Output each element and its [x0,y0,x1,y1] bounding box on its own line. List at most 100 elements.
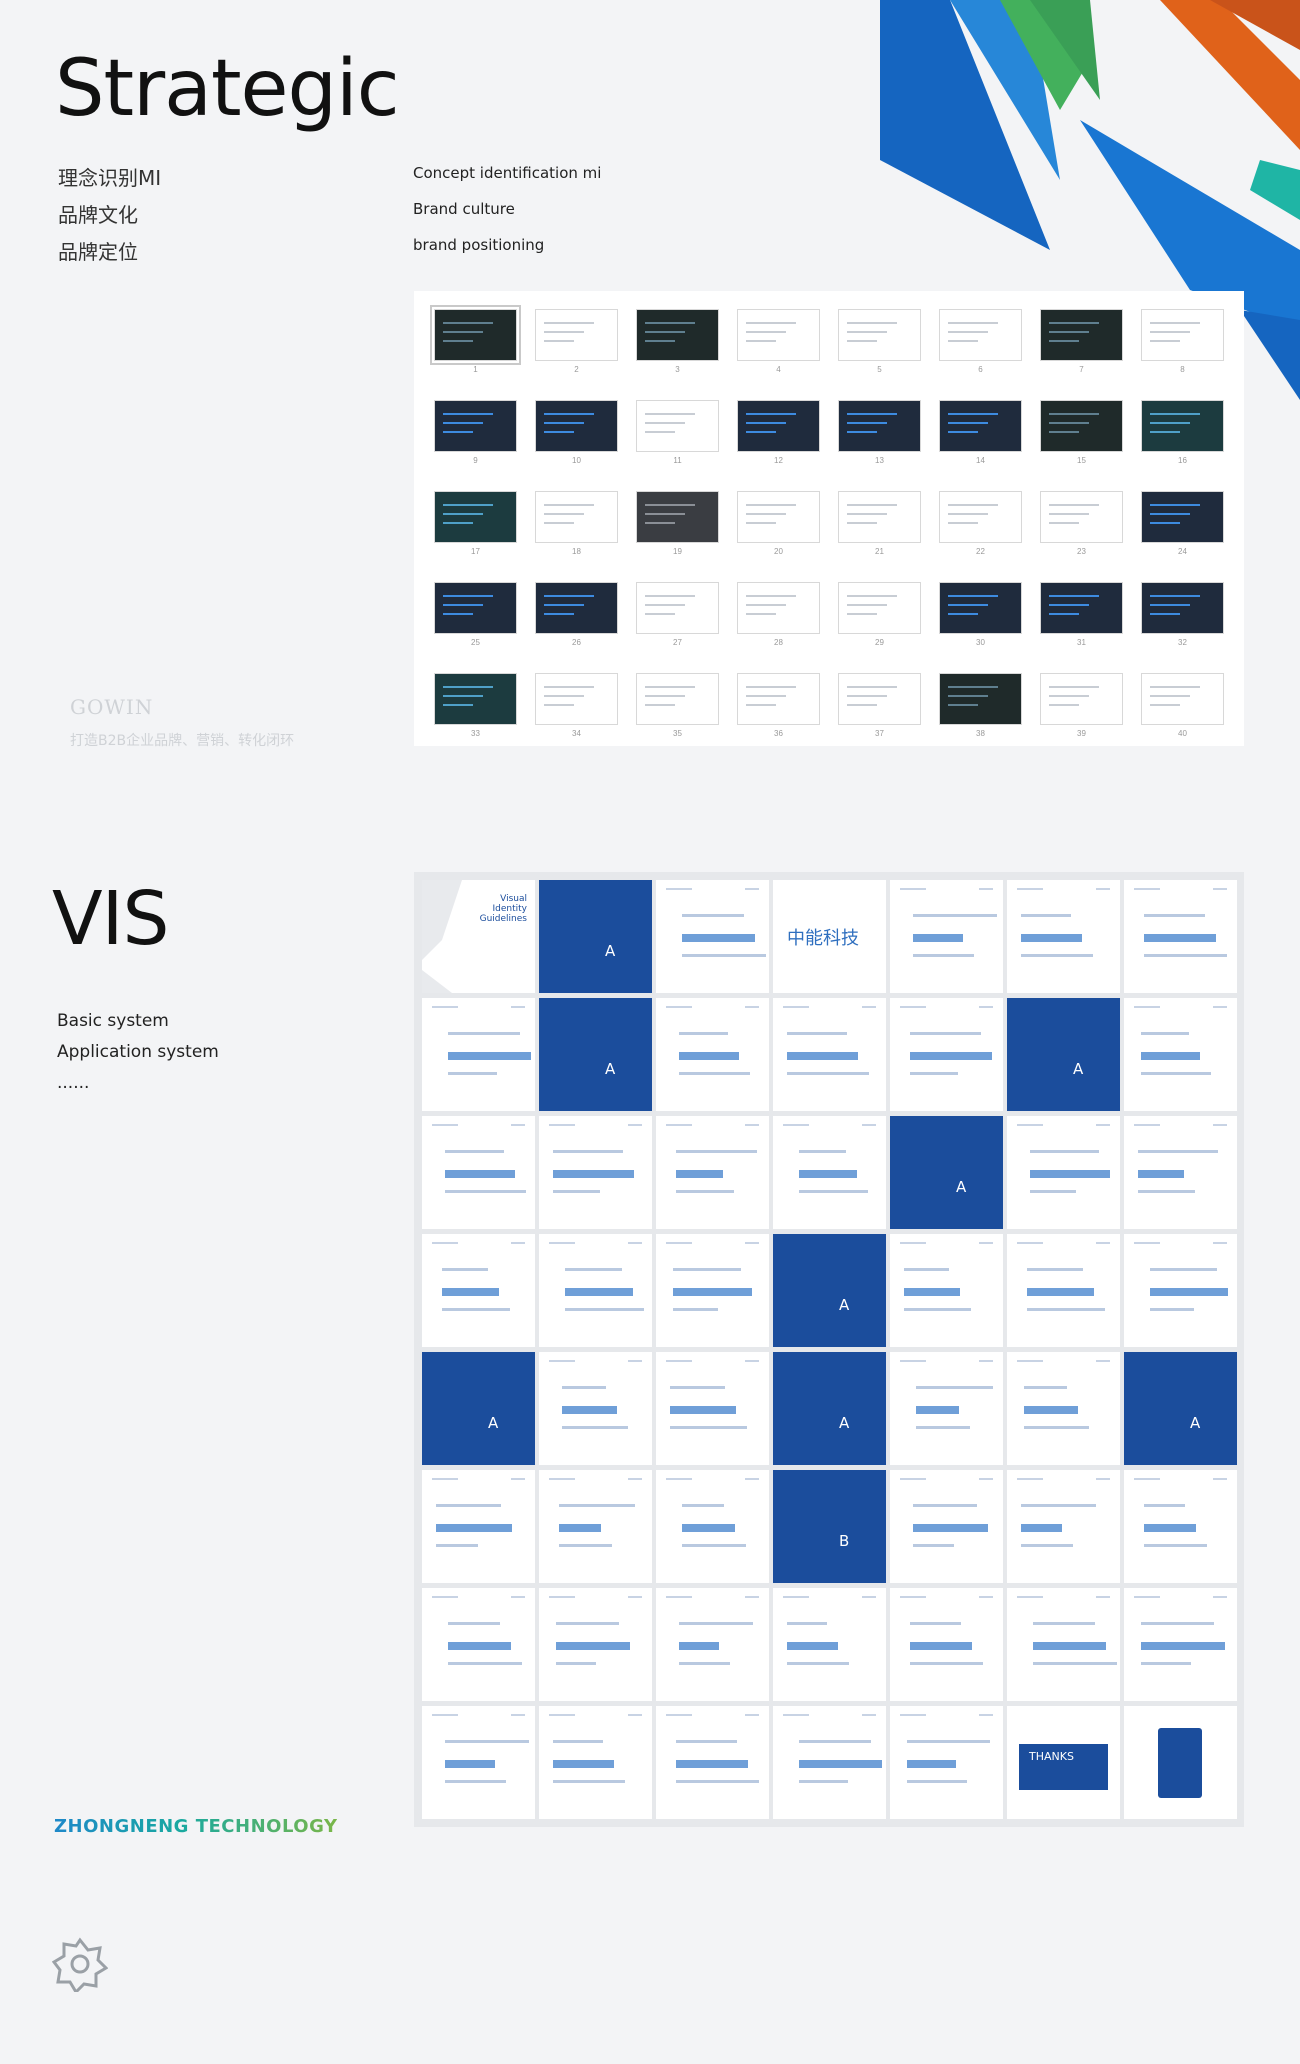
vis-page-thumbnail[interactable] [1124,998,1237,1111]
vis-page-thumbnail[interactable] [539,1116,652,1229]
vis-page-thumbnail[interactable] [656,880,769,993]
vis-page-thumbnail[interactable]: 中能科技 [773,880,886,993]
slide-text-line [544,513,584,515]
vis-page-thumbnail[interactable] [1124,1588,1237,1701]
slide-thumbnail[interactable] [434,673,517,725]
slide-thumbnail[interactable] [838,673,921,725]
vis-page-thumbnail[interactable] [656,998,769,1111]
slide-thumbnail[interactable] [535,491,618,543]
slide-thumbnail[interactable] [535,309,618,361]
vis-page-thumbnail[interactable] [422,998,535,1111]
vis-page-thumbnail[interactable]: THANKS [1007,1706,1120,1819]
vis-page-thumbnail[interactable] [656,1116,769,1229]
slide-thumbnail[interactable] [838,309,921,361]
slide-thumbnail[interactable] [838,400,921,452]
vis-page-thumbnail[interactable]: Visual Identity Guidelines [422,880,535,993]
vis-page-thumbnail[interactable]: A [773,1352,886,1465]
slide-thumbnail[interactable] [838,491,921,543]
vis-page-thumbnail[interactable] [890,1352,1003,1465]
slide-thumbnail[interactable] [434,491,517,543]
vis-page-thumbnail[interactable] [422,1706,535,1819]
vis-page-thumbnail[interactable] [1007,1234,1120,1347]
vis-page-thumbnail[interactable] [539,1706,652,1819]
slide-thumbnail[interactable] [1040,582,1123,634]
slide-thumbnail[interactable] [636,491,719,543]
slide-thumbnail[interactable] [838,582,921,634]
vis-page-thumbnail[interactable] [539,1234,652,1347]
vis-page-thumbnail[interactable] [1007,1588,1120,1701]
vis-page-thumbnail[interactable]: A [422,1352,535,1465]
vis-page-thumbnail[interactable] [773,998,886,1111]
slide-thumbnail[interactable] [1040,309,1123,361]
slide-thumbnail[interactable] [1141,673,1224,725]
vis-page-thumbnail[interactable] [422,1234,535,1347]
vis-page-thumbnail[interactable] [1007,1470,1120,1583]
vis-page-thumbnail[interactable] [539,1470,652,1583]
slide-thumbnail[interactable] [636,400,719,452]
slide-thumbnail[interactable] [535,582,618,634]
vis-page-thumbnail[interactable] [773,1706,886,1819]
slide-thumbnail[interactable] [737,582,820,634]
slide-thumbnail[interactable] [939,400,1022,452]
slide-thumbnail[interactable] [1141,309,1224,361]
slide-thumbnail[interactable] [430,305,521,365]
vis-page-thumbnail[interactable] [1124,1470,1237,1583]
vis-page-thumbnail[interactable] [890,1470,1003,1583]
slide-thumbnail[interactable] [939,582,1022,634]
slide-thumbnail[interactable] [1040,673,1123,725]
vis-page-thumbnail[interactable] [890,1588,1003,1701]
vis-page-thumbnail[interactable] [890,998,1003,1111]
vis-page-thumbnail[interactable] [1007,1352,1120,1465]
page-content-block [1150,1288,1228,1296]
slide-thumbnail[interactable] [636,673,719,725]
slide-thumbnail[interactable] [737,309,820,361]
slide-thumbnail[interactable] [1040,400,1123,452]
slide-thumbnail[interactable] [636,309,719,361]
vis-page-thumbnail[interactable] [1007,880,1120,993]
slide-thumbnail[interactable] [737,673,820,725]
vis-page-thumbnail[interactable] [1007,1116,1120,1229]
vis-page-thumbnail[interactable] [890,1706,1003,1819]
slide-thumbnail[interactable] [737,400,820,452]
slide-thumbnail[interactable] [535,400,618,452]
slide-thumbnail[interactable] [1141,582,1224,634]
vis-page-thumbnail[interactable] [656,1352,769,1465]
vis-page-thumbnail[interactable] [656,1470,769,1583]
vis-page-thumbnail[interactable] [1124,1116,1237,1229]
slide-thumbnail[interactable] [939,491,1022,543]
vis-page-thumbnail[interactable]: B [773,1470,886,1583]
vis-page-thumbnail[interactable] [656,1588,769,1701]
slide-thumbnail[interactable] [1141,400,1224,452]
slide-thumbnail[interactable] [939,673,1022,725]
slide-thumbnail[interactable] [939,309,1022,361]
vis-page-thumbnail[interactable] [1124,880,1237,993]
vis-page-thumbnail[interactable]: A [1124,1352,1237,1465]
vis-page-thumbnail[interactable] [773,1588,886,1701]
slide-thumbnail[interactable] [434,400,517,452]
vis-page-thumbnail[interactable] [890,880,1003,993]
vis-page-thumbnail[interactable] [656,1234,769,1347]
vis-page-thumbnail[interactable] [890,1234,1003,1347]
slide-thumbnail[interactable] [1141,491,1224,543]
vis-page-thumbnail[interactable] [539,1352,652,1465]
vis-page-thumbnail[interactable]: A [890,1116,1003,1229]
slide-text-line [544,322,594,324]
vis-page-thumbnail[interactable] [422,1588,535,1701]
vis-page-thumbnail[interactable] [539,1588,652,1701]
vis-page-thumbnail[interactable]: A [539,998,652,1111]
vis-page-thumbnail[interactable] [656,1706,769,1819]
vis-page-thumbnail[interactable] [773,1116,886,1229]
slide-thumbnail[interactable] [535,673,618,725]
slide-thumbnail[interactable] [737,491,820,543]
vis-page-thumbnail[interactable]: A [539,880,652,993]
vis-page-thumbnail[interactable] [422,1116,535,1229]
vis-page-thumbnail[interactable] [1124,1706,1237,1819]
vis-page-thumbnail[interactable]: A [773,1234,886,1347]
vis-page-thumbnail[interactable] [422,1470,535,1583]
vis-page-thumbnail[interactable]: A [1007,998,1120,1111]
slide-thumbnail[interactable] [636,582,719,634]
vis-page-thumbnail[interactable] [1124,1234,1237,1347]
slide-thumbnail[interactable] [434,582,517,634]
slide-thumbnail[interactable] [1040,491,1123,543]
